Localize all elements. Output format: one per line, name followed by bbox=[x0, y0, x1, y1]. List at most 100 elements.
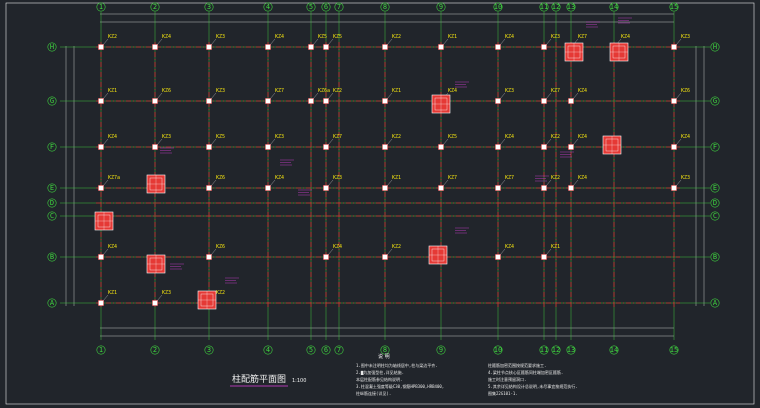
column-label: KZ6a bbox=[318, 88, 330, 94]
note-line: 本层柱配筋参见结构说明. bbox=[356, 376, 402, 382]
column-mark bbox=[495, 98, 501, 104]
column-label: KZ2 bbox=[333, 88, 342, 94]
axis-bubble bbox=[566, 2, 576, 12]
column-label: KZ2 bbox=[392, 244, 401, 250]
axis-bubble bbox=[551, 345, 561, 355]
column-leader bbox=[545, 92, 552, 100]
column-mark bbox=[382, 254, 388, 260]
column-mark bbox=[308, 98, 314, 104]
rebar-callout bbox=[298, 189, 312, 196]
drawing-title: 柱配筋平面图 bbox=[232, 373, 286, 385]
column-label: KZ3 bbox=[551, 34, 560, 40]
rebar-callout bbox=[560, 151, 574, 158]
column-mark bbox=[152, 144, 158, 150]
axis-bubble bbox=[710, 96, 720, 106]
axis-bubble bbox=[334, 345, 344, 355]
axis-bubble-label: 1 bbox=[99, 3, 103, 11]
column-mark bbox=[323, 98, 329, 104]
column-leader bbox=[210, 38, 217, 46]
axis-bubble-label: 7 bbox=[337, 346, 341, 354]
rebar-callout bbox=[455, 227, 469, 234]
axis-bubble bbox=[204, 2, 214, 12]
axis-bubble bbox=[710, 252, 720, 262]
column-label: KZ4 bbox=[275, 175, 284, 181]
column-label: KZ6 bbox=[681, 88, 690, 94]
column-mark bbox=[265, 144, 271, 150]
column-label: KZ4 bbox=[162, 34, 171, 40]
axis-bubble bbox=[609, 2, 619, 12]
column-leader bbox=[545, 138, 552, 146]
column-mark bbox=[152, 98, 158, 104]
column-section-detail bbox=[602, 135, 622, 155]
column-callouts bbox=[160, 17, 632, 284]
column-label: KZ3 bbox=[505, 88, 514, 94]
column-label: KZ4 bbox=[448, 88, 457, 94]
axis-bubble-label: D bbox=[50, 199, 54, 207]
column-leader bbox=[386, 138, 393, 146]
column-mark bbox=[98, 300, 104, 306]
column-label: KZ6 bbox=[216, 175, 225, 181]
column-leader bbox=[312, 92, 319, 100]
column-section-detail bbox=[146, 174, 166, 194]
column-section-detail bbox=[431, 94, 451, 114]
axis-bubble bbox=[47, 252, 57, 262]
column-mark bbox=[382, 185, 388, 191]
axis-bubble bbox=[436, 2, 446, 12]
column-label: KZ4 bbox=[621, 34, 630, 40]
column-label: KZ1 bbox=[392, 88, 401, 94]
axis-bubble-label: G bbox=[50, 97, 54, 105]
column-leader bbox=[327, 92, 334, 100]
axis-bubble bbox=[47, 42, 57, 52]
sheet-frame bbox=[5, 2, 755, 405]
column-label: KZ7 bbox=[551, 88, 560, 94]
column-label: KZ4 bbox=[578, 175, 587, 181]
note-line: 图集22G101-1. bbox=[488, 390, 518, 396]
column-mark bbox=[382, 44, 388, 50]
rebar-callout bbox=[160, 147, 174, 154]
axis-bubble bbox=[47, 198, 57, 208]
column-mark bbox=[206, 98, 212, 104]
column-label: KZ5 bbox=[318, 34, 327, 40]
column-mark bbox=[98, 44, 104, 50]
axis-bubble-label: F bbox=[713, 143, 717, 151]
rebar-callout bbox=[170, 263, 184, 270]
column-leader bbox=[269, 38, 276, 46]
column-leader bbox=[499, 92, 506, 100]
column-leader bbox=[102, 248, 109, 256]
axis-bubble bbox=[96, 2, 106, 12]
axis-bubble bbox=[669, 345, 679, 355]
axis-bubble-label: G bbox=[713, 97, 717, 105]
column-leader bbox=[156, 38, 163, 46]
axis-bubble-label: 15 bbox=[670, 346, 678, 354]
column-leader bbox=[269, 92, 276, 100]
axis-bubble-label: 14 bbox=[610, 3, 618, 11]
axis-bubble bbox=[150, 345, 160, 355]
column-mark bbox=[671, 98, 677, 104]
column-leader bbox=[327, 38, 334, 46]
column-label: KZ7 bbox=[448, 175, 457, 181]
axis-bubble bbox=[710, 42, 720, 52]
column-leader bbox=[442, 179, 449, 187]
column-leader bbox=[572, 179, 579, 187]
axis-bubble bbox=[306, 2, 316, 12]
axis-bubbles: 1122334455667788991010111112121313141415… bbox=[47, 2, 720, 355]
column-mark bbox=[541, 98, 547, 104]
axis-bubble bbox=[710, 298, 720, 308]
column-leader bbox=[442, 38, 449, 46]
rebar-callout bbox=[280, 159, 294, 166]
column-section-detail bbox=[146, 254, 166, 274]
axis-bubble bbox=[334, 2, 344, 12]
column-mark bbox=[323, 185, 329, 191]
column-mark bbox=[152, 44, 158, 50]
column-mark bbox=[323, 254, 329, 260]
column-label: KZ7 bbox=[275, 88, 284, 94]
column-section-detail bbox=[428, 245, 448, 265]
column-label: KZ1 bbox=[108, 88, 117, 94]
column-mark bbox=[438, 44, 444, 50]
dimension-lines bbox=[65, 13, 705, 337]
column-mark bbox=[438, 185, 444, 191]
axis-bubble-label: A bbox=[50, 299, 55, 307]
rebar-callout bbox=[586, 21, 600, 28]
